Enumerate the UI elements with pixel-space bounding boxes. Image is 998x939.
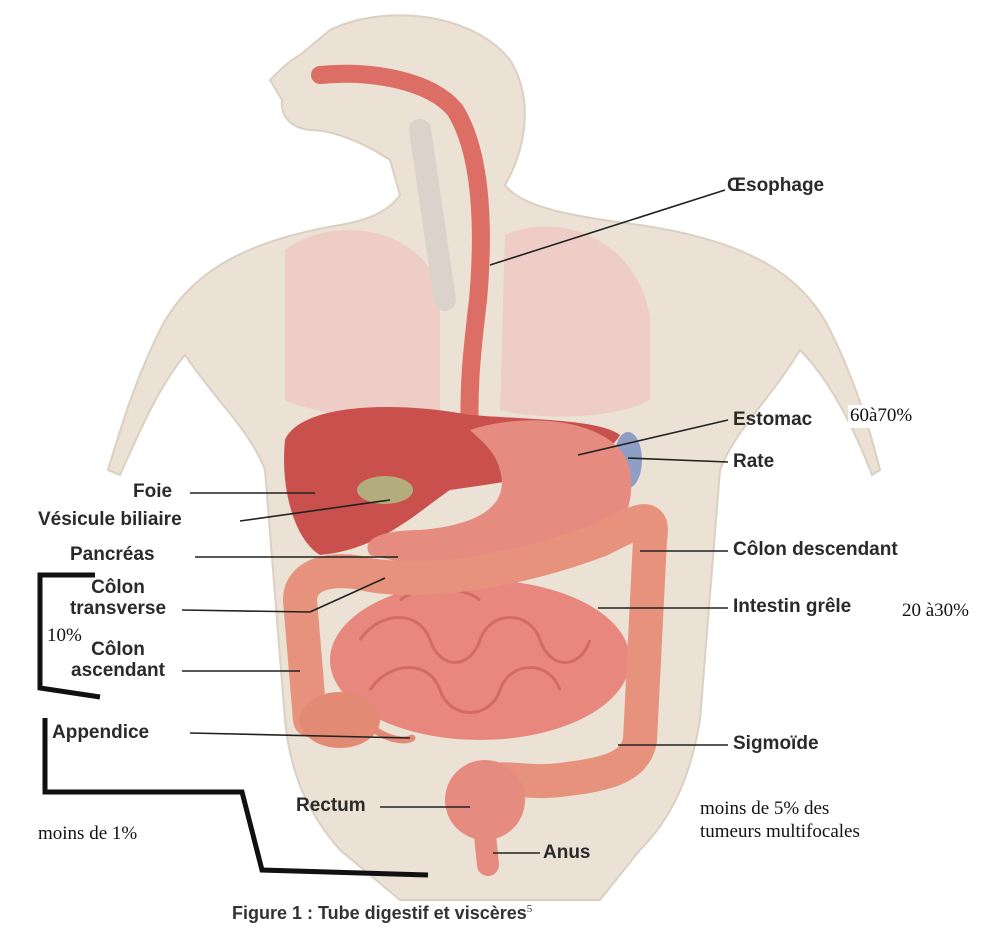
label-rectum: Rectum [296, 796, 366, 817]
figure-caption-ref: 5 [527, 903, 533, 915]
label-sigmoide: Sigmoïde [733, 734, 819, 755]
label-colon-transverse-line2: transverse [52, 599, 184, 620]
gallbladder [357, 476, 413, 504]
label-intestin-grele: Intestin grêle [733, 597, 851, 618]
anal-canal [485, 835, 488, 865]
note-estomac-percentage: 60à70% [848, 405, 914, 428]
label-colon-descendant: Côlon descendant [733, 540, 898, 561]
note-appendice-percentage: moins de 1% [38, 823, 137, 846]
note-multifocal-line1: moins de 5% des [700, 798, 860, 821]
label-vesicule-biliaire: Vésicule biliaire [38, 510, 182, 531]
note-colon-percentage: 10% [47, 625, 82, 648]
note-multifocal: moins de 5% des tumeurs multifocales [700, 798, 860, 844]
note-intestin-percentage: 20 à30% [900, 600, 971, 623]
left-lung [285, 230, 440, 416]
label-colon-transverse: Côlon transverse [52, 578, 184, 620]
figure-caption-text: Figure 1 : Tube digestif et viscères [232, 903, 527, 923]
label-colon-transverse-line1: Côlon [52, 578, 184, 599]
label-foie: Foie [133, 482, 172, 503]
label-rate: Rate [733, 452, 774, 473]
label-estomac: Estomac [733, 410, 812, 431]
label-appendice: Appendice [52, 723, 149, 744]
figure-caption: Figure 1 : Tube digestif et viscères5 [232, 903, 532, 924]
label-colon-ascendant-line2: ascendant [52, 661, 184, 682]
label-anus: Anus [543, 843, 591, 864]
label-pancreas: Pancréas [70, 545, 155, 566]
note-multifocal-line2: tumeurs multifocales [700, 821, 860, 844]
label-oesophage: Œsophage [727, 176, 824, 197]
cecum [300, 692, 380, 748]
